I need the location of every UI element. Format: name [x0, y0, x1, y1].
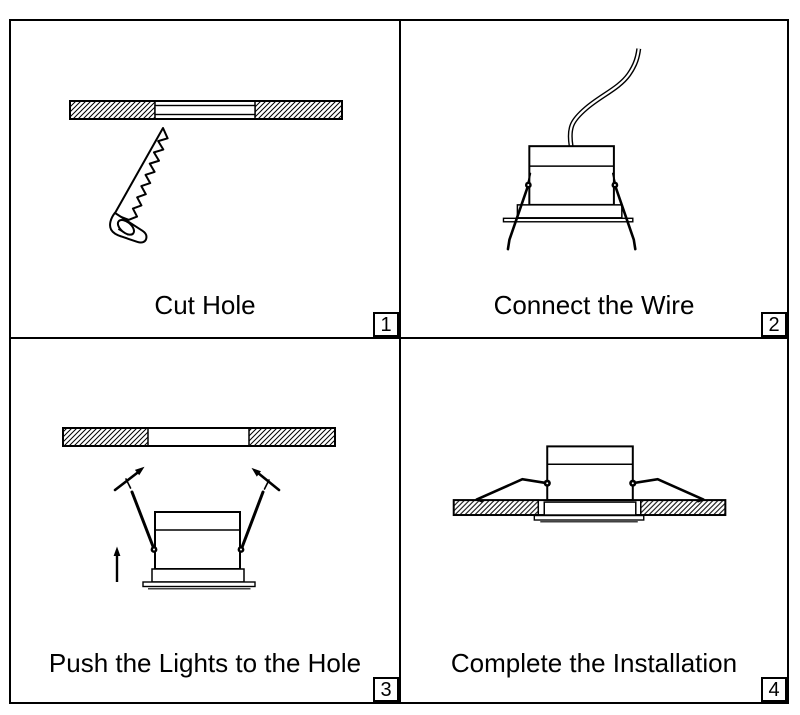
step-1-panel: Cut Hole 1: [11, 21, 401, 339]
trim-flange: [142, 581, 256, 588]
trim-flange: [533, 514, 645, 521]
spring-clip-left: [475, 477, 549, 503]
downlight-fixture: [502, 145, 637, 251]
fixture-body: [546, 445, 634, 502]
saw-blade: [113, 127, 169, 221]
step-2-panel: Connect the Wire 2: [401, 21, 787, 339]
step-4-panel: Complete the Installation 4: [401, 339, 787, 702]
fixture-step: [516, 204, 623, 219]
step-2-figure: [502, 48, 642, 251]
downlight-fixture: [125, 478, 270, 590]
step-3-figure: [62, 427, 336, 590]
fixture-body: [154, 511, 241, 570]
step-caption: Cut Hole: [154, 290, 256, 320]
fixture-body: [528, 145, 615, 206]
step-number-badge: 3: [373, 677, 399, 702]
step-caption: Push the Lights to the Hole: [48, 648, 362, 678]
step-caption: Connect the Wire: [493, 290, 695, 320]
spring-clip-push-arrows: [113, 466, 281, 492]
ceiling-cross-section: [452, 499, 727, 517]
hand-saw-icon: [109, 127, 169, 244]
step-number-badge: 4: [761, 677, 787, 702]
spring-clip-right: [631, 477, 705, 503]
step-1-figure: [69, 100, 343, 244]
spring-clip-right: [612, 172, 637, 251]
step-caption: Complete the Installation: [450, 648, 738, 678]
step-number-badge: 2: [761, 312, 787, 337]
step-3-panel: Push the Lights to the Hole 3: [11, 339, 401, 702]
spring-clip-left: [125, 478, 156, 551]
spring-clip-left: [506, 172, 532, 251]
spring-clip-right: [239, 479, 270, 552]
upward-arrow: [113, 546, 121, 582]
supply-wire: [567, 48, 642, 147]
step-number-badge: 1: [373, 312, 399, 337]
ceiling-cross-section-with-hole: [62, 427, 336, 447]
trim-flange: [502, 217, 634, 223]
step-4-figure: [452, 445, 727, 523]
downlight-installed-in-ceiling: [452, 445, 727, 523]
ceiling-cross-section-with-cutout: [69, 100, 343, 120]
fixture-step: [543, 501, 637, 516]
instruction-grid: Cut Hole 1: [9, 19, 789, 704]
fixture-step: [151, 568, 245, 583]
